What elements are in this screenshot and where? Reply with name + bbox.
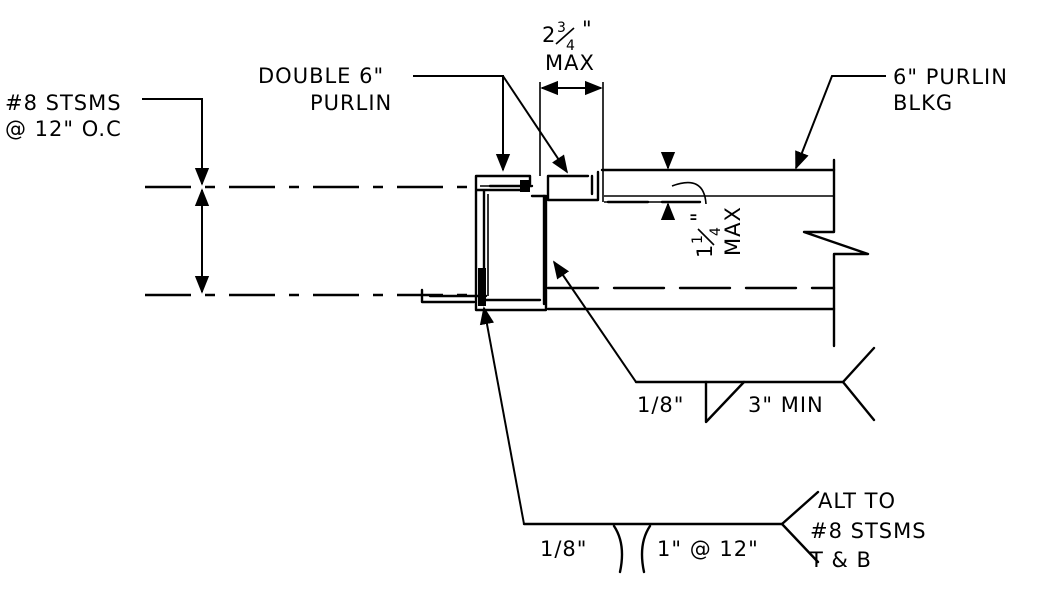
weld2-size: 1/8" (540, 537, 587, 561)
double-purlin-leader-a (413, 75, 511, 172)
alt-note-line3: T & B (809, 548, 872, 572)
max-top-numerator: 3 (557, 20, 566, 36)
max-side-fraction-bar (697, 228, 715, 246)
max-top-word: MAX (545, 51, 595, 75)
double-purlin-label-line2: PURLIN (310, 91, 392, 115)
purlin-blocking-section (546, 170, 600, 202)
max-side-leader-arc (671, 181, 707, 205)
weld1-arrow-leader (552, 260, 637, 383)
max-side-inch-mark: " (687, 211, 711, 222)
max-side-numerator: 1 (690, 235, 706, 244)
purlin-blkg-label-line2: BLKG (893, 91, 953, 115)
double-purlin-label-line1: DOUBLE 6" (258, 64, 384, 88)
max-side-whole: 1 (693, 244, 717, 258)
weld1-tail (841, 346, 876, 422)
double-purlin-inner-lip (480, 185, 524, 296)
max-top-fraction-bar (555, 27, 575, 45)
purlin-blkg-leader (795, 75, 886, 170)
stsms-leader (142, 98, 210, 186)
weld2-flare-symbol (612, 524, 652, 574)
max-side-word: MAX (721, 206, 745, 256)
stsms-label-line1: #8 STSMS (5, 91, 122, 115)
double-purlin-leader-b (502, 75, 568, 174)
weld1-size: 1/8" (637, 393, 684, 417)
break-line (802, 158, 870, 348)
stsms-label-line2: @ 12" O.C (5, 117, 122, 141)
bottom-screw-icon (428, 268, 488, 306)
weld1-fillet-symbol (704, 380, 746, 424)
weld2-arrow-leader (479, 306, 525, 525)
weld2-tail (780, 490, 820, 564)
weld1-length: 3" MIN (748, 393, 824, 417)
max-side-denominator: 4 (708, 227, 724, 236)
max-top-inch-mark: " (582, 17, 593, 41)
max-top-whole: 2 (542, 23, 556, 47)
top-screw-icon (488, 180, 534, 192)
max-side-label: 1 1 4 " MAX (687, 206, 745, 258)
max-top-denominator: 4 (566, 38, 575, 54)
alt-note-line1: ALT TO (818, 489, 896, 513)
alt-note-line2: #8 STSMS (810, 519, 927, 543)
double-purlin-section (420, 174, 548, 312)
purlin-blkg-label-line1: 6" PURLIN (893, 65, 1008, 89)
weld2-length: 1" @ 12" (657, 537, 759, 561)
